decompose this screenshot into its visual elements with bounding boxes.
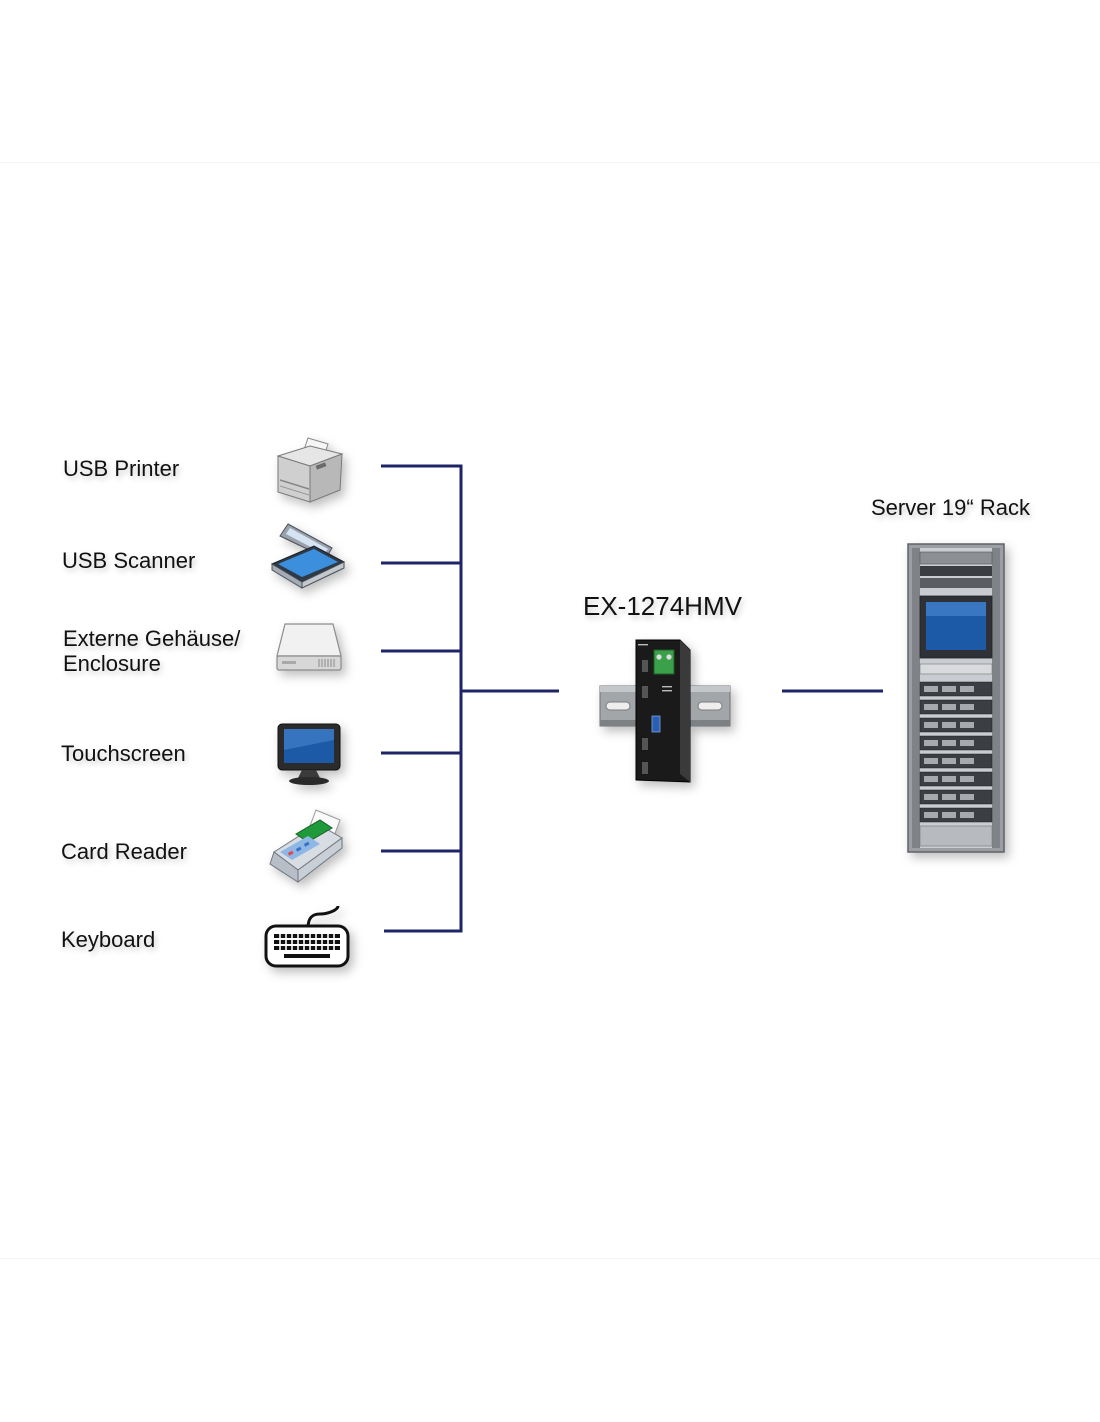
device-label-touchscreen: Touchscreen	[61, 741, 186, 766]
server-rack-icon	[907, 543, 1005, 853]
usb-hub-icon	[599, 639, 731, 783]
hub-label: EX-1274HMV	[583, 591, 742, 621]
card-reader-icon	[269, 809, 343, 884]
device-label-printer: USB Printer	[63, 456, 180, 481]
server-label: Server 19“ Rack	[871, 495, 1030, 520]
hard-drive-icon	[276, 623, 342, 671]
printer-icon	[276, 437, 344, 503]
keyboard-icon	[264, 906, 350, 968]
scanner-icon	[270, 523, 346, 589]
device-label-keyboard: Keyboard	[61, 927, 156, 952]
touchscreen-icon	[277, 723, 341, 785]
device-label-enclosure-line1: Externe Gehäuse/	[63, 626, 241, 651]
device-label-scanner: USB Scanner	[62, 548, 196, 573]
device-label-card-reader: Card Reader	[61, 839, 187, 864]
device-label-enclosure-line2: Enclosure	[63, 651, 161, 676]
